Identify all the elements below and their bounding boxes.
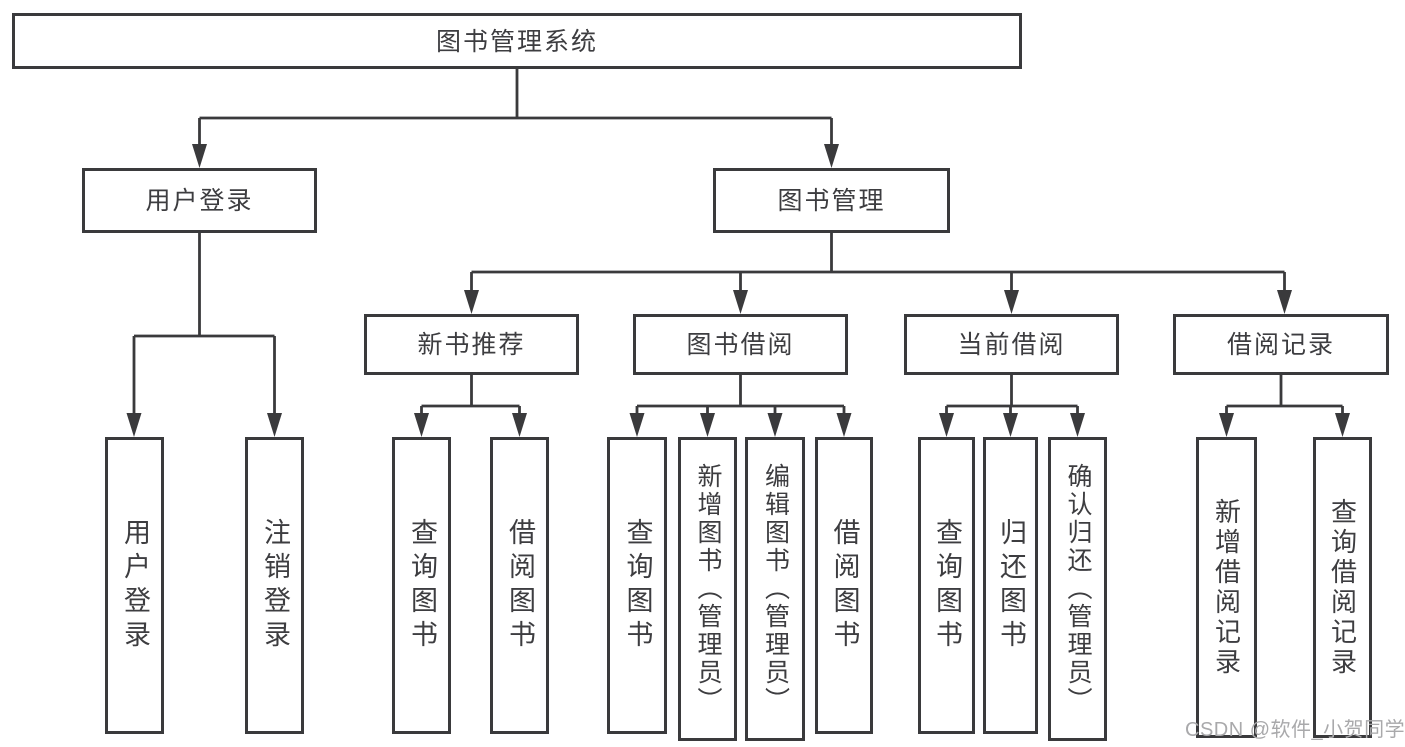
watermark-text: CSDN @软件_小贺同学	[1185, 719, 1405, 741]
leaf-query-books-1: 查询图书	[392, 437, 451, 734]
leaf-return-books: 归还图书	[983, 437, 1038, 734]
leaf-query-books-2: 查询图书	[607, 437, 667, 734]
leaf-confirm-return-admin: 确认归还（管理员）	[1048, 437, 1107, 741]
leaf-borrow-books-2: 借阅图书	[815, 437, 873, 734]
leaf-borrow-books-1: 借阅图书	[490, 437, 549, 734]
node-current-borrowing: 当前借阅	[904, 314, 1119, 375]
node-borrowing-records: 借阅记录	[1173, 314, 1389, 375]
node-library-system: 图书管理系统	[12, 13, 1022, 69]
leaf-query-books-3: 查询图书	[918, 437, 975, 734]
leaf-logout-login: 注销登录	[245, 437, 304, 734]
node-user-login: 用户登录	[82, 168, 317, 233]
node-new-book-recommend: 新书推荐	[364, 314, 579, 375]
node-book-borrowing: 图书借阅	[633, 314, 848, 375]
leaf-add-book-admin: 新增图书（管理员）	[678, 437, 737, 741]
node-book-management: 图书管理	[713, 168, 950, 233]
leaf-query-borrow-record: 查询借阅记录	[1313, 437, 1372, 738]
leaf-user-login: 用户登录	[105, 437, 164, 734]
leaf-edit-book-admin: 编辑图书（管理员）	[745, 437, 805, 741]
leaf-add-borrow-record: 新增借阅记录	[1196, 437, 1257, 738]
